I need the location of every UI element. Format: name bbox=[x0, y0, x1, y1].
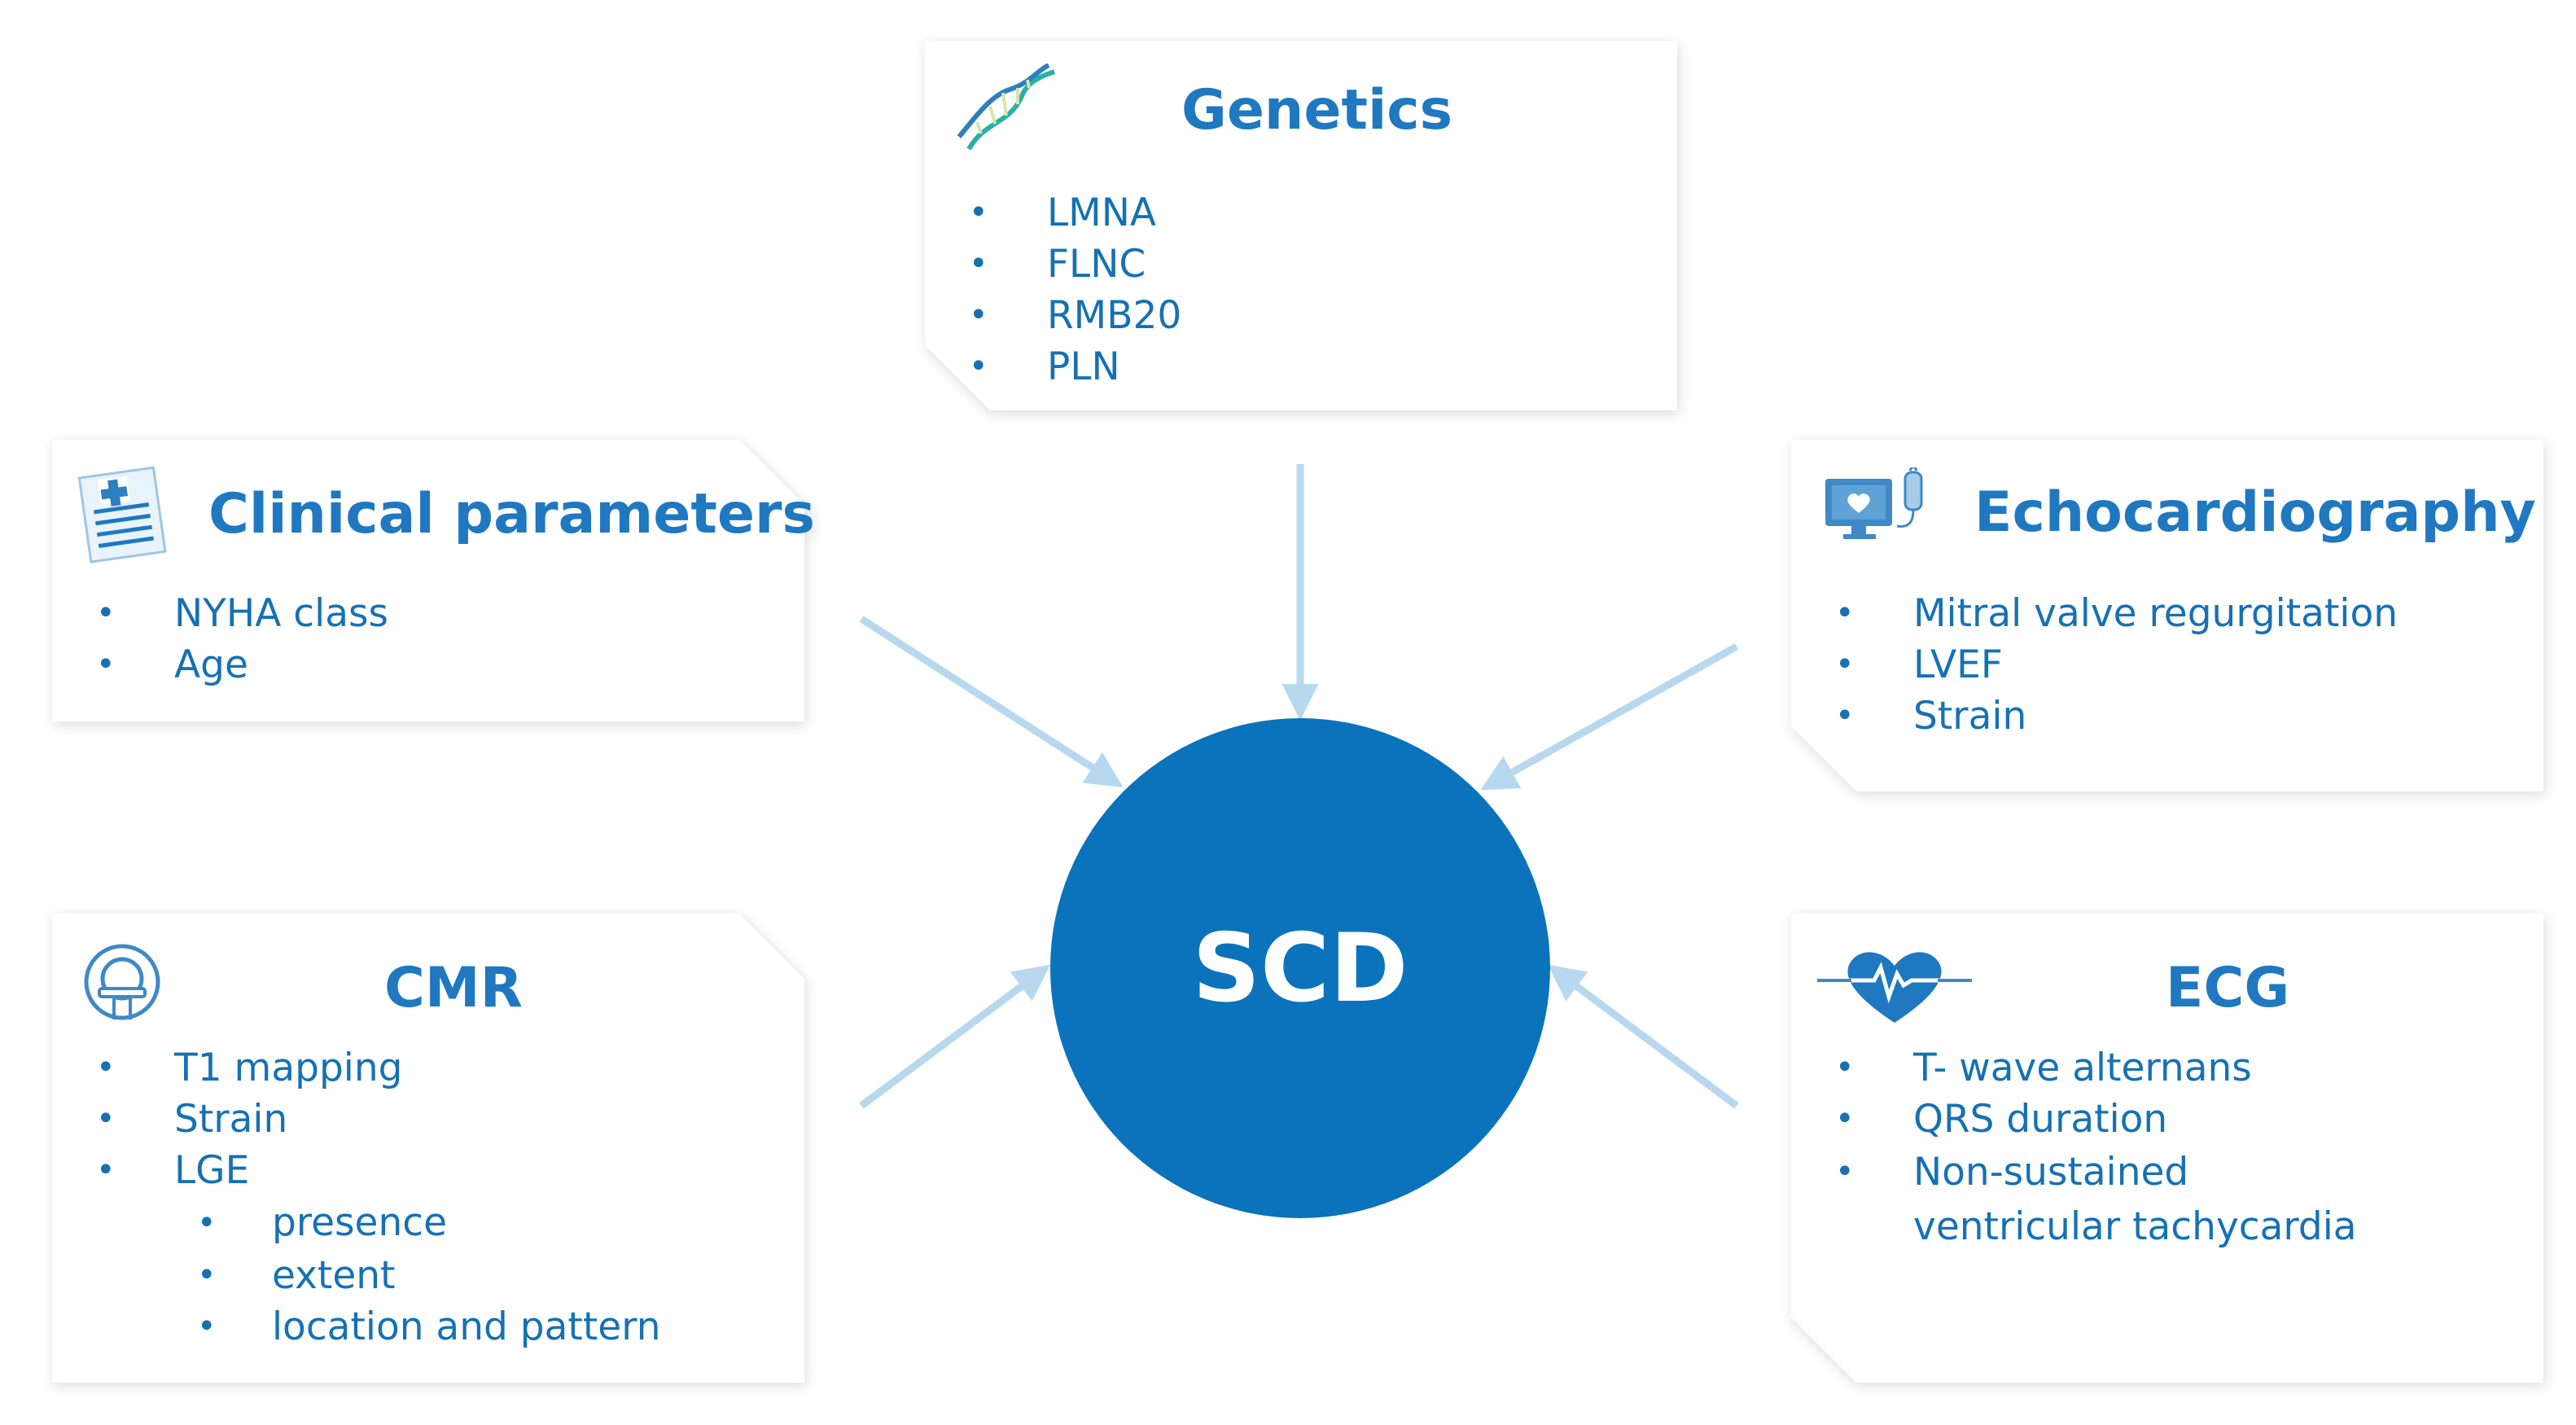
arrow-ecg bbox=[1547, 964, 1739, 1109]
genetics-card: Genetics LMNA FLNC RMB20 PLN bbox=[925, 41, 1677, 410]
ultrasound-monitor-icon bbox=[1825, 467, 1923, 539]
echo-title: Echocardiography bbox=[1974, 480, 2536, 545]
ecg-list: T- wave alternans QRS duration Non-susta… bbox=[1791, 1042, 2524, 1254]
clinical-title: Clinical parameters bbox=[208, 482, 816, 546]
dna-icon bbox=[957, 64, 1055, 151]
genetics-item: FLNC bbox=[925, 239, 1181, 290]
scd-circle bbox=[1050, 718, 1550, 1218]
arrow-echo bbox=[1480, 643, 1739, 791]
clinical-item: NYHA class bbox=[52, 588, 388, 639]
clinical-card: Clinical parameters NYHA class Age bbox=[52, 440, 815, 721]
echo-item: Mitral valve regurgitation bbox=[1791, 588, 2398, 639]
ecg-item: Non-sustained ventricular tachycardia bbox=[1791, 1145, 2402, 1254]
clinical-item: Age bbox=[52, 639, 388, 691]
ecg-card: ECG T- wave alternans QRS duration Non-s… bbox=[1791, 914, 2543, 1383]
genetics-title: Genetics bbox=[1181, 78, 1453, 142]
echo-item: LVEF bbox=[1791, 639, 2398, 691]
cmr-sub-item: location and pattern bbox=[52, 1301, 660, 1353]
echo-item: Strain bbox=[1791, 691, 2398, 742]
genetics-list: LMNA FLNC RMB20 PLN bbox=[925, 187, 1181, 392]
ecg-title: ECG bbox=[2166, 956, 2290, 1020]
cmr-item: Strain bbox=[52, 1094, 660, 1145]
cmr-list: T1 mapping Strain LGE presence extent lo… bbox=[52, 1042, 660, 1353]
echo-card: Echocardiography Mitral valve regurgitat… bbox=[1791, 440, 2543, 791]
genetics-item: PLN bbox=[925, 341, 1181, 392]
clinical-list: NYHA class Age bbox=[52, 588, 388, 691]
genetics-item: LMNA bbox=[925, 187, 1181, 239]
clipboard-icon bbox=[77, 466, 167, 563]
cmr-sub-item: presence bbox=[52, 1196, 660, 1250]
echo-list: Mitral valve regurgitation LVEF Strain bbox=[1791, 588, 2398, 742]
arrow-cmr bbox=[859, 964, 1051, 1109]
cmr-item: LGE bbox=[52, 1145, 660, 1196]
arrow-clinical bbox=[859, 616, 1124, 787]
cmr-title: CMR bbox=[384, 956, 523, 1020]
ecg-item: QRS duration bbox=[1791, 1094, 2524, 1145]
cmr-card: CMR T1 mapping Strain LGE presence exten… bbox=[52, 914, 804, 1383]
scd-label: SCD bbox=[1192, 913, 1408, 1024]
cmr-sub-item: extent bbox=[52, 1250, 660, 1301]
mri-scanner-icon bbox=[84, 944, 160, 1020]
heart-pulse-icon bbox=[1817, 952, 1972, 1023]
cmr-item: T1 mapping bbox=[52, 1042, 660, 1094]
genetics-item: RMB20 bbox=[925, 290, 1181, 341]
ecg-item: T- wave alternans bbox=[1791, 1042, 2524, 1094]
